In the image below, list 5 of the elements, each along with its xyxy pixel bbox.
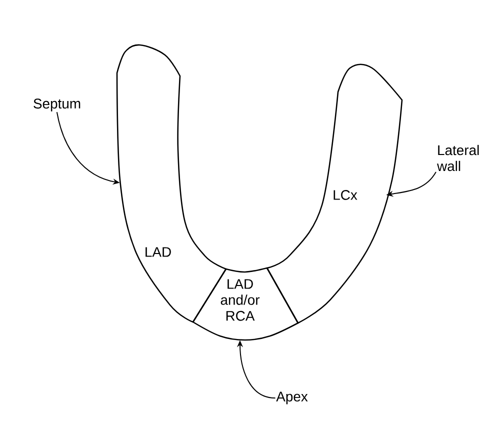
callout-label: Apex	[276, 392, 308, 404]
wall-segment: LCx	[266, 64, 403, 324]
callout-label: Lateral wall	[437, 144, 479, 172]
callout-label: Septum	[34, 98, 80, 112]
wall-segment: LAD and/or RCA	[192, 267, 299, 341]
